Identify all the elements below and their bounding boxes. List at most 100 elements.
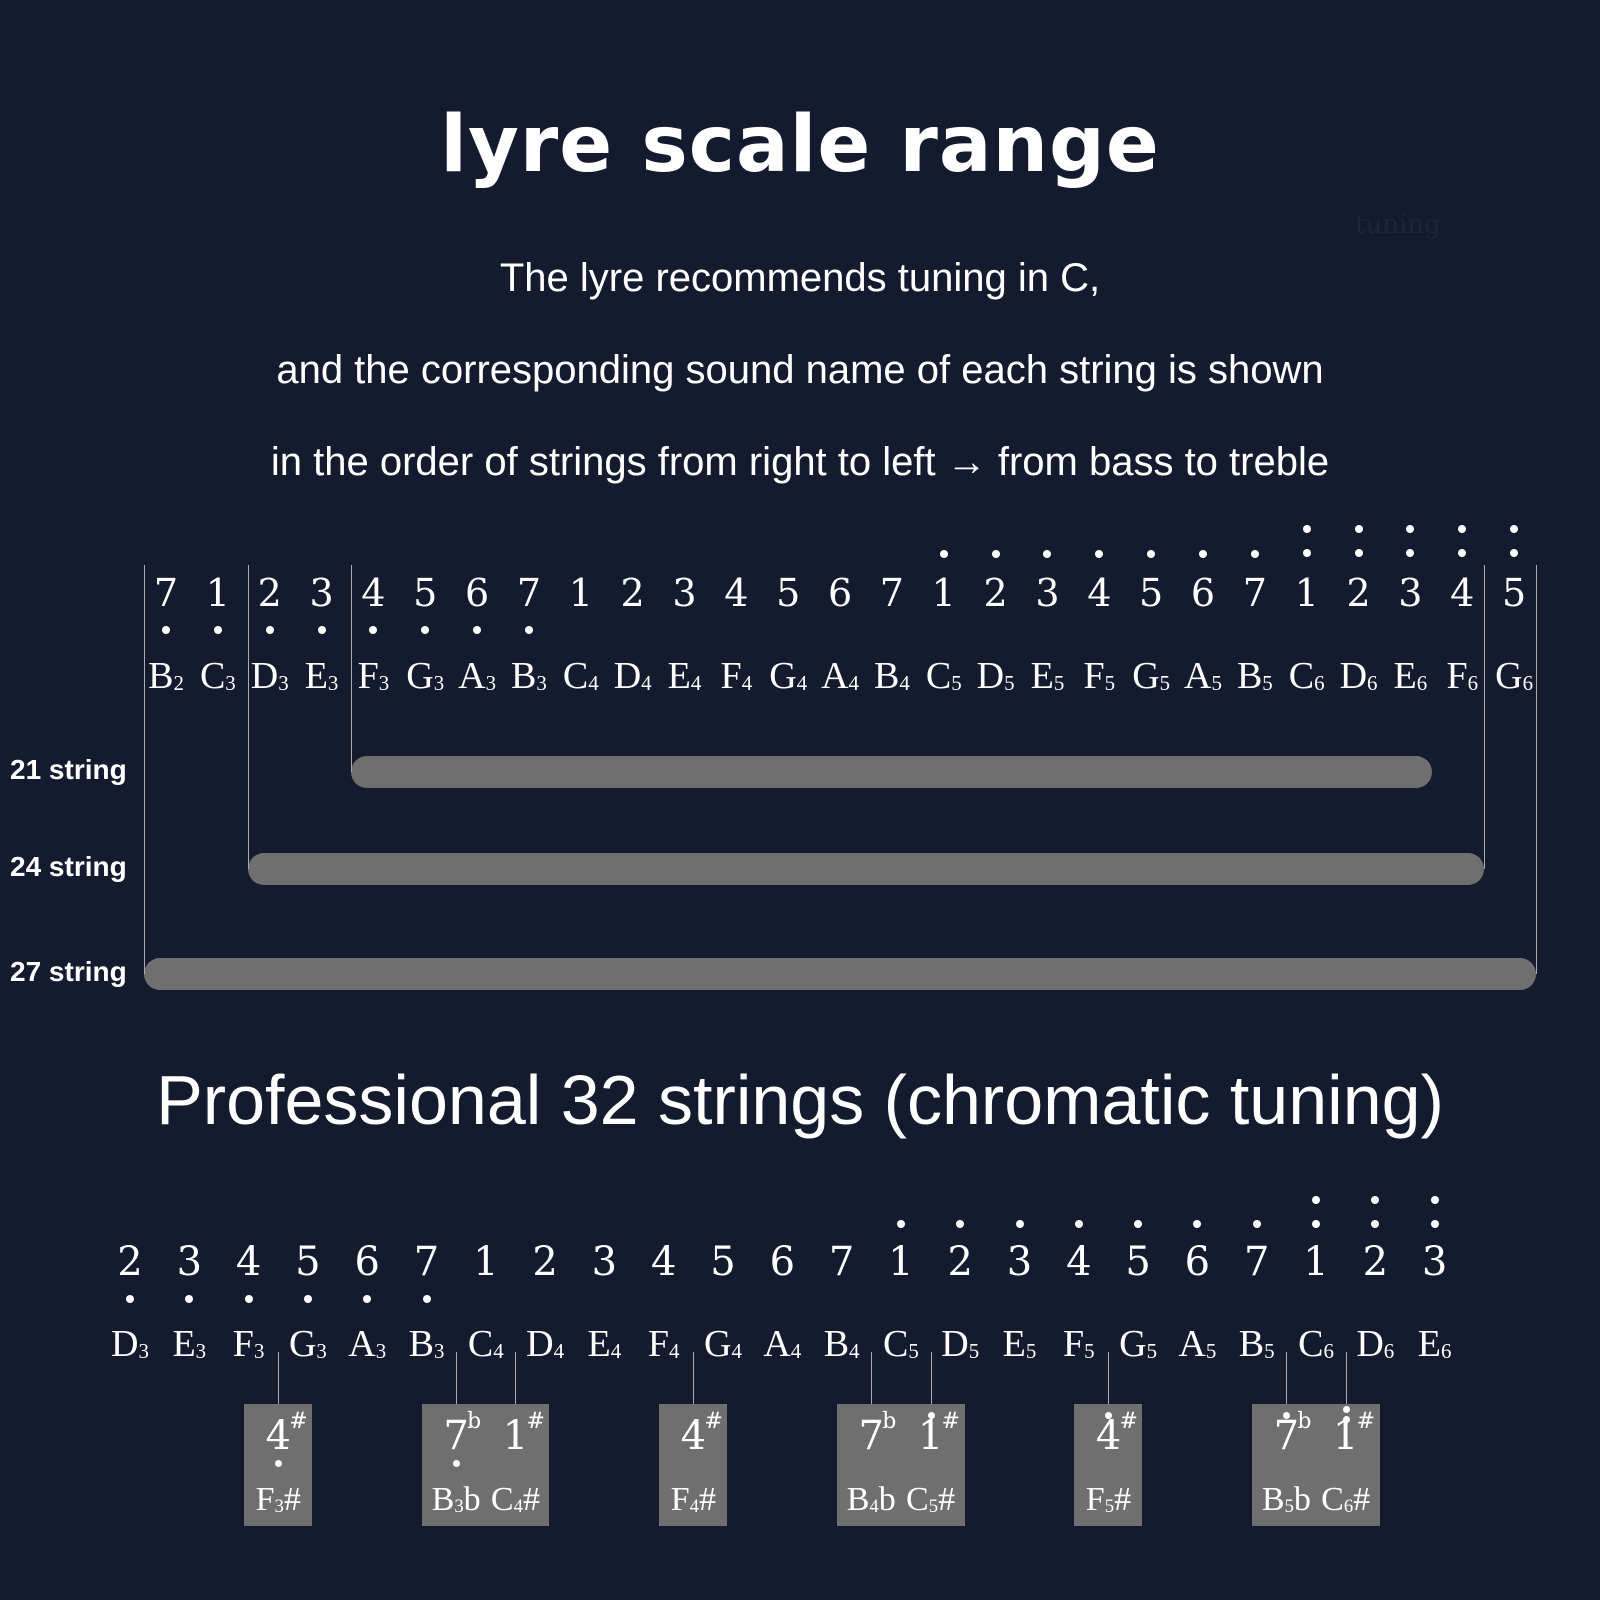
description-line-1: The lyre recommends tuning in C, xyxy=(499,256,1101,300)
page-title: lyre scale range xyxy=(440,100,1160,190)
scale-degree: 3 xyxy=(176,1239,203,1285)
scale-degree: 3 xyxy=(591,1239,618,1285)
note-name: D6 xyxy=(1356,1323,1395,1365)
scale-degree: 4 xyxy=(650,1239,677,1285)
accidental-sign: # xyxy=(1119,1409,1138,1434)
scale-degree: 7 xyxy=(879,571,904,615)
note-name: E6 xyxy=(1417,1323,1452,1365)
octave-dot-above xyxy=(1354,549,1363,557)
note-name: E4 xyxy=(587,1323,622,1365)
range-guide-line-left xyxy=(351,565,353,772)
octave-dot-below xyxy=(244,1295,253,1303)
octave-dot-above xyxy=(1406,549,1415,557)
octave-dot-below xyxy=(126,1295,134,1303)
accidental-note-name: F5# xyxy=(1085,1481,1132,1518)
scale-degree: 4 xyxy=(361,571,386,615)
accidental-degree: 7 xyxy=(858,1413,884,1459)
scale-degree: 1 xyxy=(1303,1239,1329,1285)
accidental-box: 1#C6# xyxy=(1311,1404,1380,1526)
accidental-degree: 7 xyxy=(1273,1413,1300,1459)
accidental-sign: # xyxy=(289,1409,308,1434)
accidental-sign: # xyxy=(941,1409,960,1434)
octave-dot-above xyxy=(896,1220,905,1228)
octave-dot-below xyxy=(422,1295,431,1303)
accidental-degree: 1 xyxy=(502,1413,529,1459)
accidental-sign: b xyxy=(882,1409,897,1434)
note-name: E3 xyxy=(172,1323,207,1365)
octave-dot-below xyxy=(213,626,222,634)
octave-dot-above xyxy=(956,1220,965,1228)
range-guide-line-right xyxy=(1484,565,1486,869)
note-name: F3 xyxy=(232,1323,265,1365)
scale-degree: 7 xyxy=(828,1239,855,1285)
scale-degree: 7 xyxy=(1243,1239,1270,1285)
note-name: C4 xyxy=(467,1323,504,1365)
note-name: A5 xyxy=(1184,655,1222,697)
scale-degree: 7 xyxy=(1242,571,1267,615)
accidental-box: 1#C5# xyxy=(896,1404,965,1526)
scale-degree: 2 xyxy=(1362,1239,1389,1285)
note-name: F4 xyxy=(647,1323,680,1365)
note-name: B4 xyxy=(823,1323,860,1365)
scale-degree: 2 xyxy=(947,1239,973,1285)
octave-dot-below xyxy=(265,626,274,634)
octave-dot-above xyxy=(1199,550,1207,558)
range-bar xyxy=(144,958,1537,990)
octave-dot-above xyxy=(1074,1220,1083,1228)
scale-degree: 3 xyxy=(1398,571,1423,615)
accidental-connector xyxy=(871,1352,873,1404)
octave-dot-above xyxy=(1354,525,1363,533)
note-name: E6 xyxy=(1393,655,1428,697)
note-name: B3 xyxy=(511,655,547,697)
scale-degree: 3 xyxy=(1035,571,1060,615)
note-name: C5 xyxy=(882,1323,919,1365)
note-name: C5 xyxy=(925,655,962,697)
accidental-note-name: C4# xyxy=(490,1481,540,1518)
note-name: G5 xyxy=(1119,1323,1158,1365)
note-name: A5 xyxy=(1178,1323,1217,1365)
accidental-note-name: B5b xyxy=(1261,1481,1311,1518)
accidental-sign: b xyxy=(467,1409,482,1434)
octave-dot-above xyxy=(1342,1406,1350,1413)
accidental-connector xyxy=(930,1352,932,1404)
string-count-label: 24 string xyxy=(10,851,127,882)
scale-degree: 3 xyxy=(672,571,697,615)
octave-dot-above xyxy=(1312,1220,1320,1228)
octave-dot-above xyxy=(1134,1220,1143,1228)
accidental-connector xyxy=(1286,1352,1288,1404)
scale-degree: 6 xyxy=(465,571,490,615)
accidental-degree: 7 xyxy=(443,1413,469,1459)
octave-dot-below xyxy=(453,1460,461,1467)
note-name: E3 xyxy=(304,655,339,697)
scale-degree: 3 xyxy=(1006,1239,1033,1285)
note-name: C4 xyxy=(562,655,599,697)
description-line-3: in the order of strings from right to le… xyxy=(270,440,1330,484)
octave-dot-above xyxy=(1302,549,1311,557)
octave-dot-above xyxy=(1250,550,1259,558)
accidental-connector xyxy=(1345,1352,1347,1404)
scale-degree: 1 xyxy=(473,1239,499,1285)
note-name: F5 xyxy=(1063,1323,1095,1365)
scale-degree: 1 xyxy=(568,571,593,615)
accidental-degree: 4 xyxy=(1095,1413,1122,1459)
scale-degree: 2 xyxy=(532,1239,558,1285)
scale-degree: 6 xyxy=(1184,1239,1211,1285)
description-line-2: and the corresponding sound name of each… xyxy=(276,348,1324,392)
octave-dot-above xyxy=(991,550,1000,558)
note-name: C6 xyxy=(1288,655,1325,697)
note-name: G4 xyxy=(769,655,808,697)
octave-dot-below xyxy=(303,1295,312,1303)
scale-degree: 6 xyxy=(827,571,853,615)
note-name: B2 xyxy=(148,655,184,697)
note-name: F5 xyxy=(1083,655,1116,697)
scale-degree: 2 xyxy=(620,571,645,615)
range-guide-line-left xyxy=(247,565,249,869)
note-name: C6 xyxy=(1298,1323,1334,1365)
faint-watermark-text: tuning xyxy=(1355,210,1441,240)
octave-dot-above xyxy=(1342,1416,1350,1423)
octave-dot-below xyxy=(275,1460,283,1467)
note-name: A3 xyxy=(348,1323,387,1365)
octave-dot-below xyxy=(363,1295,372,1303)
accidental-box: 4#F4# xyxy=(659,1404,728,1526)
